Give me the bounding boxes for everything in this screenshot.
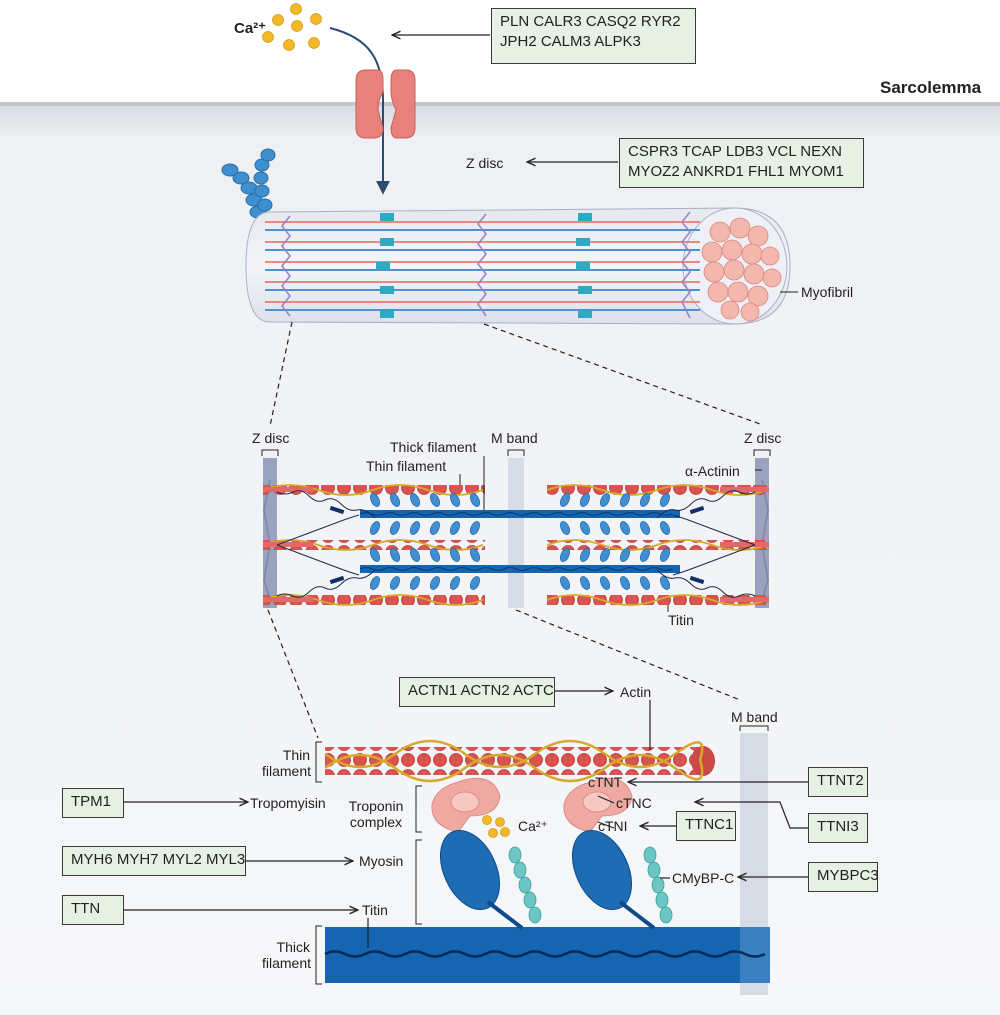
tpm1-box: TPM1 [62,788,124,818]
ctni-label: cTNI [598,818,628,834]
tropomyosin-label: Tropomyisin [250,795,326,811]
detail-thick-filament-label: Thick filament [262,939,312,971]
myosin-genes-box: MYH6 MYH7 MYL2 MYL3 [62,846,246,876]
thin-filaments [262,484,769,606]
mybpc-right [643,846,673,924]
cmybpc-label: CMyBP-C [672,870,735,886]
actin-label: Actin [620,684,652,700]
zoom-lines-1 [269,321,761,427]
calcium-genes-line-2: JPH2 CALM3 ALPK3 [500,33,641,50]
detail-m-band-label: M band [731,709,778,725]
m-band-bracket [739,725,769,731]
z-disc-genes-line-1: CSPR3 TCAP LDB3 VCL NEXN [628,143,842,160]
ion-channel [355,69,416,139]
mybpc3-box: MYBPC3 [808,862,879,892]
sarcolemma-label: Sarcolemma [880,78,982,97]
sarcomere-z-disc-left-label: Z disc [252,430,290,446]
detail-thin-filament-label: Thin filament [262,747,312,779]
calcium-label: Ca²⁺ [234,20,267,37]
calcium-ions [262,3,322,51]
mybpc-left [508,846,542,924]
thick-filament-label: Thick filament [390,439,477,455]
calcium-genes-line-1: PLN CALR3 CASQ2 RYR2 [500,13,681,30]
detail-calcium-ions [482,815,510,838]
ttni3-box: TTNI3 [808,813,868,843]
thin-filament-label: Thin filament [366,458,447,474]
detail-brackets [315,741,422,985]
z-disc-genes-line-2: MYOZ2 ANKRD1 FHL1 MYOM1 [628,163,844,180]
z-disc-genes-box: CSPR3 TCAP LDB3 VCL NEXN MYOZ2 ANKRD1 FH… [619,138,864,188]
zoom-lines-2 [267,609,741,739]
detail-thick-filament-line-2: filament [262,955,312,971]
ctnc-label: cTNC [616,795,652,811]
sarcomere-z-disc-right-label: Z disc [744,430,782,446]
z-disc-label-top: Z disc [466,155,504,171]
troponin-complex-line-2: complex [349,814,403,830]
actin-genes-box: ACTN1 ACTN2 ACTC [399,677,555,707]
detail-thin-filament-line-1: Thin [282,747,310,763]
myosin-label: Myosin [359,853,404,869]
thick-filaments [276,490,756,598]
calcium-handling-genes-box: PLN CALR3 CASQ2 RYR2 JPH2 CALM3 ALPK3 [491,8,696,64]
ttnc1-box: TTNC1 [676,811,736,841]
detail-titin-strand [324,950,766,958]
ttn-box: TTN [62,895,124,925]
myosin-head-right [571,829,656,930]
troponin-complex-label: Troponin complex [338,798,414,830]
detail-thin-filament [324,739,715,783]
membrane-protein-chains [221,148,276,219]
alpha-actinin-label: α-Actinin [685,463,740,479]
ttnt2-box: TTNT2 [808,767,868,797]
myofibril-bundle [245,207,798,325]
detail-titin-label: Titin [362,902,388,918]
detail-thick-filament-line-1: Thick [276,939,310,955]
sarcomere [261,449,771,612]
myofibril-label: Myofibril [801,284,854,300]
gene-arrows [124,35,808,948]
detail-ca-label: Ca²⁺ [518,818,548,834]
sarcomere-m-band-label: M band [491,430,538,446]
titin-label-sarcomere: Titin [668,612,694,628]
detail-thin-filament-line-2: filament [262,763,312,779]
troponin-complex-right [563,777,633,833]
troponin-complex-line-1: Troponin [348,798,404,814]
myosin-head-left [439,829,524,930]
calcium-flow-arrow [329,27,390,195]
ctnt-label: cTNT [588,774,623,790]
troponin-complex-left [431,777,501,833]
